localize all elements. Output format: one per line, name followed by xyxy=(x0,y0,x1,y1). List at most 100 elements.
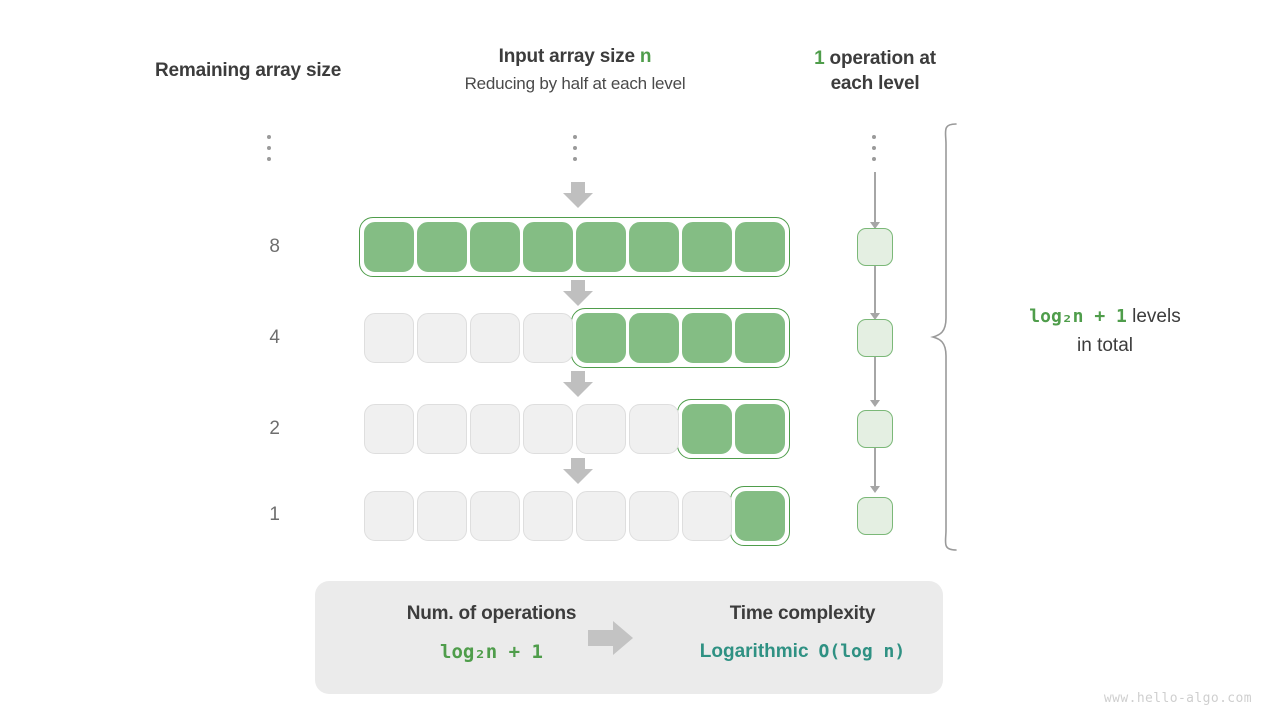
dot-icon xyxy=(573,157,577,161)
summary-complexity-title: Time complexity xyxy=(729,603,876,624)
array-cell-active xyxy=(417,222,467,272)
header-input-array-size: Input array size n Reducing by half at e… xyxy=(390,46,760,94)
array-cell-discarded xyxy=(417,404,467,454)
levels-annotation: log₂n + 1 levels in total xyxy=(985,303,1225,360)
dot-icon xyxy=(267,157,271,161)
active-range-outline xyxy=(359,217,790,277)
levels-brace-icon xyxy=(930,122,970,557)
header-remaining-array-size: Remaining array size xyxy=(155,60,341,82)
array-cell-discarded xyxy=(417,491,467,541)
dot-icon xyxy=(872,135,876,139)
array-cell-discarded xyxy=(682,491,732,541)
array-cell-discarded xyxy=(470,404,520,454)
header-right-line1: 1 operation at xyxy=(760,46,990,71)
levels-suffix: levels xyxy=(1126,306,1181,327)
array-cell-active xyxy=(364,222,414,272)
operation-box xyxy=(857,228,893,266)
op-connector-line xyxy=(874,448,876,490)
summary-complexity-notation: O(log n) xyxy=(818,641,906,662)
levels-formula: log₂n + 1 xyxy=(1029,306,1127,327)
dot-icon xyxy=(573,135,577,139)
array-cell-discarded xyxy=(364,404,414,454)
levels-annotation-line2: in total xyxy=(1077,334,1133,356)
summary-complexity-value: Logarithmic O(log n) xyxy=(685,641,920,663)
op-connector-line xyxy=(874,266,876,313)
array-cell-active xyxy=(735,404,785,454)
dot-icon xyxy=(872,157,876,161)
array-cell-discarded xyxy=(576,404,626,454)
summary-operations-title: Num. of operations xyxy=(406,603,577,624)
array-cell-discarded xyxy=(523,313,573,363)
summary-operations-formula: log₂n + 1 xyxy=(440,641,543,663)
op-connector-arrowhead-icon xyxy=(870,222,880,229)
dot-icon xyxy=(872,146,876,150)
ellipsis-array-column xyxy=(573,135,579,168)
op-connector-line xyxy=(874,357,876,400)
array-cell-active xyxy=(470,222,520,272)
array-cell-active xyxy=(682,313,732,363)
array-cell-discarded xyxy=(523,404,573,454)
operation-box xyxy=(857,410,893,448)
header-right-line2: each level xyxy=(830,73,920,95)
ellipsis-operations-column xyxy=(872,135,878,168)
array-cell-active xyxy=(735,491,785,541)
header-mid-prefix: Input array size xyxy=(498,46,640,67)
arrow-head xyxy=(563,193,593,208)
summary-operations-value: log₂n + 1 xyxy=(349,641,634,664)
operation-box xyxy=(857,319,893,357)
op-connector-arrowhead-icon xyxy=(870,486,880,493)
reduce-arrow-icon xyxy=(563,182,593,208)
arrow-head xyxy=(563,469,593,484)
array-cell-discarded xyxy=(470,313,520,363)
reduce-arrow-icon xyxy=(563,371,593,397)
levels-annotation-line1: log₂n + 1 levels xyxy=(985,303,1225,332)
row-label-8: 8 xyxy=(269,236,280,257)
header-operations-per-level: 1 operation at each level xyxy=(760,46,990,97)
arrow-shaft xyxy=(571,458,585,470)
operation-box xyxy=(857,497,893,535)
watermark: www.hello-algo.com xyxy=(1103,691,1252,706)
op-connector-arrowhead-icon xyxy=(870,400,880,407)
summary-arrow-icon xyxy=(588,621,640,655)
reduce-arrow-icon xyxy=(563,458,593,484)
array-cell-active xyxy=(629,222,679,272)
row-label-4: 4 xyxy=(269,327,280,348)
arrow-head xyxy=(563,291,593,306)
array-cell-active xyxy=(735,313,785,363)
header-right-text1: operation at xyxy=(824,48,937,69)
array-cell-discarded xyxy=(417,313,467,363)
array-cell-discarded xyxy=(629,404,679,454)
arrow-head xyxy=(563,382,593,397)
array-cell-active xyxy=(629,313,679,363)
arrow-shaft xyxy=(571,182,585,194)
summary-complexity-word: Logarithmic xyxy=(699,641,809,662)
arrow-head xyxy=(613,621,633,655)
array-cell-active xyxy=(576,313,626,363)
dot-icon xyxy=(267,146,271,150)
header-right-count: 1 xyxy=(814,48,825,69)
row-label-2: 2 xyxy=(269,418,280,439)
header-mid-line2: Reducing by half at each level xyxy=(464,74,686,93)
reduce-arrow-icon xyxy=(563,280,593,306)
dot-icon xyxy=(573,146,577,150)
ellipsis-remaining-size-column xyxy=(267,135,273,168)
header-mid-variable: n xyxy=(639,46,652,67)
op-connector-line xyxy=(874,172,876,228)
dot-icon xyxy=(267,135,271,139)
summary-complexity-column: Time complexity Logarithmic O(log n) xyxy=(685,603,920,663)
array-cell-active xyxy=(523,222,573,272)
array-cell-active xyxy=(576,222,626,272)
array-cell-active xyxy=(682,222,732,272)
arrow-shaft xyxy=(571,280,585,292)
array-cell-discarded xyxy=(470,491,520,541)
header-left-label: Remaining array size xyxy=(155,60,342,81)
array-cell-active xyxy=(682,404,732,454)
arrow-shaft xyxy=(588,630,614,646)
header-mid-line1: Input array size n xyxy=(390,46,760,68)
array-cell-discarded xyxy=(629,491,679,541)
row-label-1: 1 xyxy=(269,504,280,525)
op-connector-arrowhead-icon xyxy=(870,313,880,320)
summary-operations-column: Num. of operations log₂n + 1 xyxy=(349,603,634,664)
array-cell-discarded xyxy=(364,491,414,541)
array-cell-discarded xyxy=(523,491,573,541)
